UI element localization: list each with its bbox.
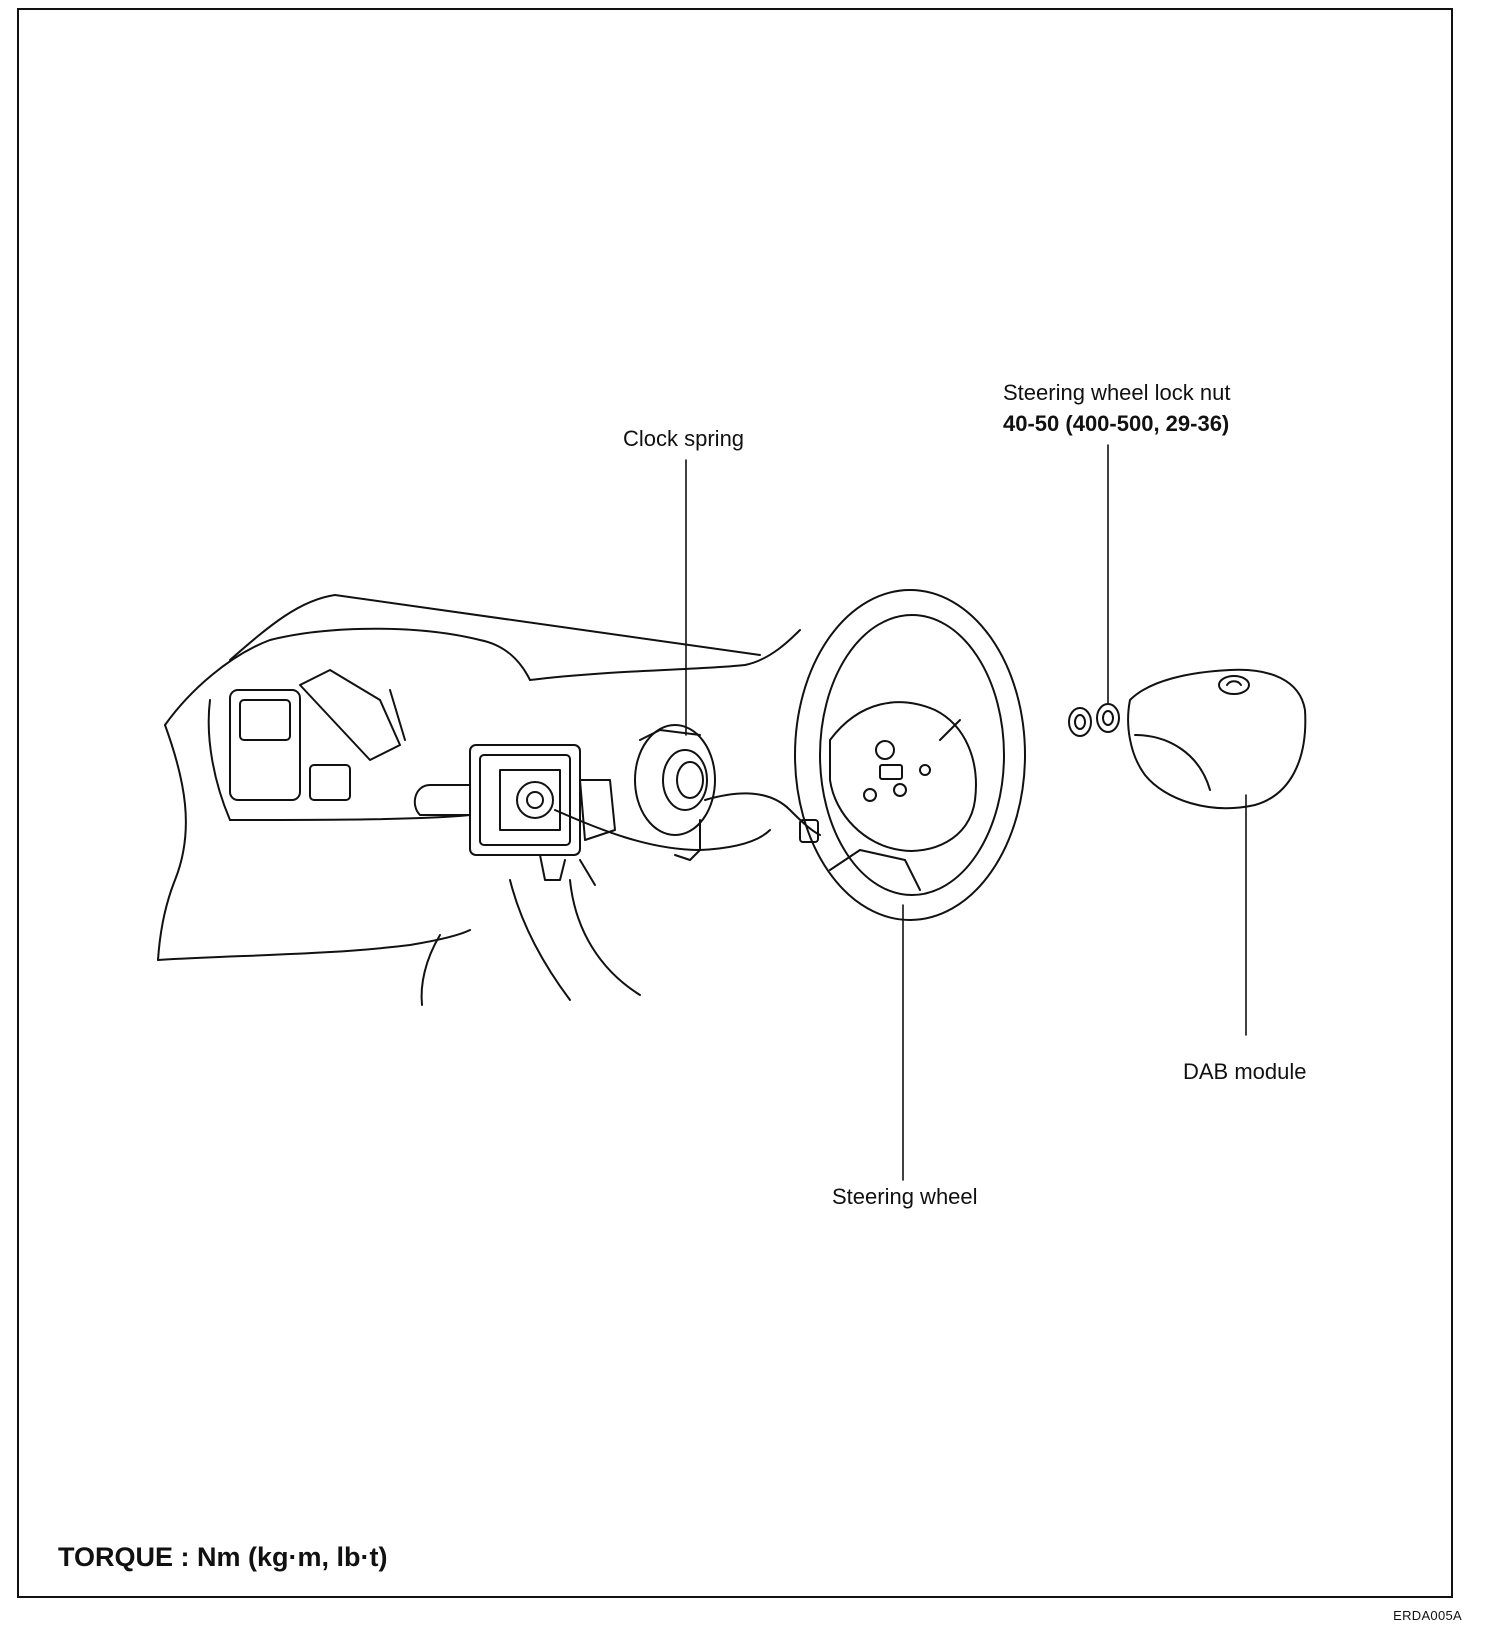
clock-spring-label: Clock spring [623, 426, 745, 451]
lock-nut-torque-label: 40-50 (400-500, 29-36) [1003, 411, 1230, 436]
clock-spring-part [634, 724, 821, 861]
dab-module-label: DAB module [1183, 1059, 1307, 1084]
column-switch [413, 744, 616, 886]
lock-nut-label: Steering wheel lock nut [1003, 380, 1231, 405]
steering-wheel-part [794, 589, 1026, 921]
torque-units-note: TORQUE : Nm (kg·m, lb·t) [58, 1542, 388, 1572]
dab-module-part [1127, 668, 1307, 810]
lock-nut-part [1068, 703, 1120, 737]
steering-wheel-label: Steering wheel [832, 1184, 978, 1209]
leader-lines [685, 444, 1247, 1181]
dashboard-outline [157, 594, 801, 1006]
diagram-frame [17, 8, 1453, 1598]
figure-code: ERDA005A [1393, 1608, 1462, 1623]
